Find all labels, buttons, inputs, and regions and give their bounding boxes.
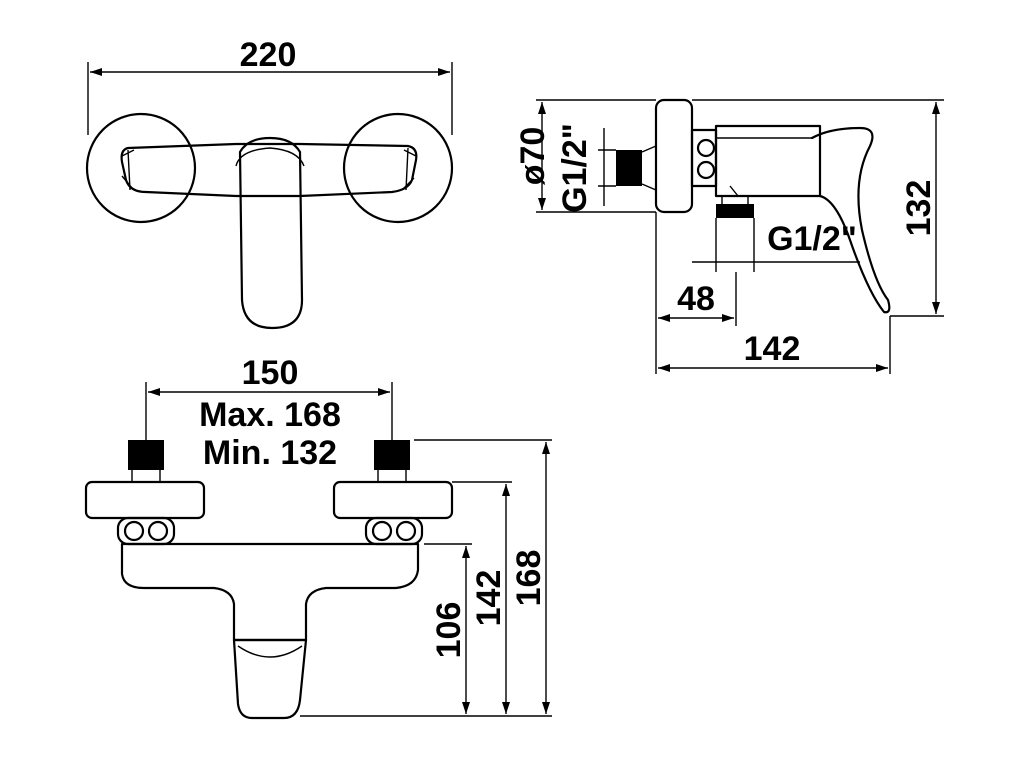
right-nut — [403, 147, 417, 191]
bottom-outlet-inner — [237, 645, 303, 658]
lever-handle-inner — [235, 147, 305, 167]
bottom-rosette-right — [332, 480, 454, 520]
side-rosette — [654, 98, 694, 214]
side-cartridge — [714, 124, 822, 198]
bottom-hole-right-2 — [395, 520, 417, 542]
dim-168-label: 168 — [510, 550, 548, 607]
side-thread-left-connector — [641, 145, 657, 191]
mixer-body — [120, 142, 418, 198]
bottom-thread-right — [374, 440, 410, 470]
dim-142b-label: 142 — [470, 570, 508, 627]
side-hole-bottom — [696, 160, 716, 180]
bottom-outlet — [232, 638, 308, 720]
bottom-thread-right-neck — [377, 470, 407, 482]
bottom-view: 150 Max. 168 Min. 132 106 142 — [84, 354, 552, 720]
right-rosette — [342, 112, 454, 224]
dim-150-label: 150 — [242, 354, 299, 392]
dim-132-label: 132 — [900, 180, 938, 237]
bottom-thread-left — [128, 440, 164, 470]
bottom-nut-left — [116, 516, 176, 546]
bottom-hole-right-1 — [371, 520, 393, 542]
dim-48-label: 48 — [677, 280, 715, 318]
front-view: 220 — [85, 36, 454, 330]
bottom-hole-left-2 — [147, 520, 169, 542]
dim-min-label: Min. 132 — [203, 434, 337, 472]
dim-106-label: 106 — [430, 602, 468, 659]
bottom-nut-right — [364, 516, 424, 546]
dim-220-label: 220 — [240, 36, 297, 74]
left-rosette — [85, 112, 197, 224]
bottom-hole-left-1 — [123, 520, 145, 542]
dim-thread-v-label: G1/2" — [556, 123, 594, 213]
bottom-thread-left-neck — [131, 470, 161, 482]
lever-handle — [238, 136, 304, 330]
dim-max-label: Max. 168 — [199, 396, 341, 434]
side-outlet-stub — [721, 185, 749, 204]
left-nut — [121, 149, 135, 191]
dim-70-label: ø70 — [514, 127, 552, 186]
side-view: ø70 G1/2" G1/2" 48 142 132 — [514, 98, 944, 374]
dim-thread-h-label: G1/2" — [767, 220, 857, 258]
bottom-rosette-left — [84, 480, 206, 520]
side-thread-bottom — [716, 204, 754, 218]
bottom-mixer-body — [120, 542, 420, 642]
side-hole-top — [696, 138, 716, 158]
side-lever — [810, 126, 891, 314]
dim-142-label: 142 — [744, 330, 801, 368]
side-thread-left — [616, 150, 642, 186]
